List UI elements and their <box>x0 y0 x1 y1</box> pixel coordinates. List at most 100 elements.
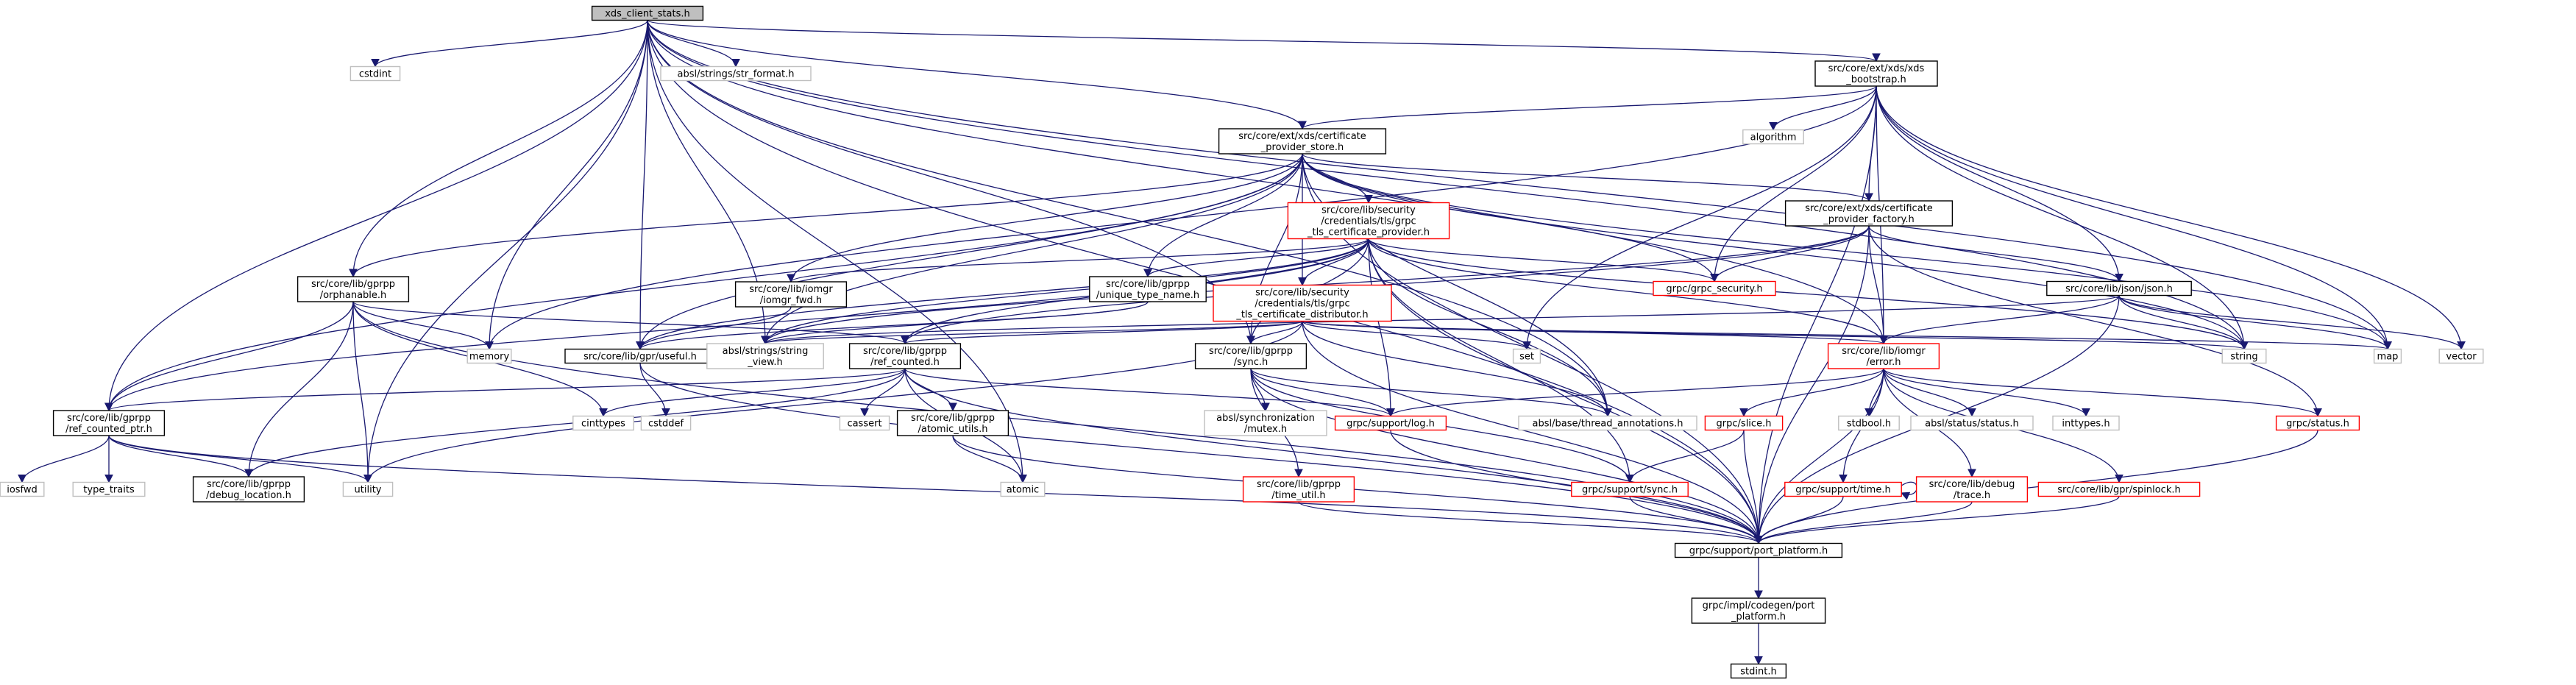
node-port-platform[interactable]: grpc/support/port_platform.h <box>1674 542 1843 558</box>
node-unique-type[interactable]: src/core/lib/gprpp/unique_type_name.h <box>1089 276 1207 302</box>
node-atomic-utils[interactable]: src/core/lib/gprpp/atomic_utils.h <box>896 410 1010 436</box>
node-box <box>1691 597 1826 624</box>
node-abs-mutex[interactable]: absl/synchronization/mutex.h <box>1204 410 1327 436</box>
edge-useful-to-port-platform <box>639 363 1763 544</box>
node-grpc-status[interactable]: grpc/status.h <box>2275 415 2360 431</box>
node-label: src/core/lib/iomgr <box>749 284 833 295</box>
edge-cert-store-to-thread-ann <box>1302 153 1612 417</box>
node-memory[interactable]: memory <box>466 348 512 364</box>
node-string-view[interactable]: absl/strings/string_view.h <box>706 343 824 369</box>
node-label: map <box>2377 352 2399 363</box>
node-label: src/core/lib/gprpp <box>1209 346 1293 357</box>
node-cassert[interactable]: cassert <box>839 415 890 431</box>
node-tls-distributor[interactable]: src/core/lib/security/credentials/tls/gr… <box>1213 284 1392 322</box>
node-utility[interactable]: utility <box>342 481 394 497</box>
node-label: /sync.h <box>1234 357 1269 368</box>
node-json[interactable]: src/core/lib/json/json.h <box>2046 280 2192 297</box>
edge-tls-provider-to-error <box>1368 238 1888 345</box>
node-label: src/core/lib/gprpp <box>207 479 291 490</box>
node-str-format[interactable]: absl/strings/str_format.h <box>660 65 812 82</box>
node-cert-factory[interactable]: src/core/ext/xds/certificate_provider_fa… <box>1784 200 1954 227</box>
node-label: /credentials/tls/grpc <box>1255 299 1349 310</box>
node-label: src/core/lib/gpr/spinlock.h <box>2057 485 2180 496</box>
node-spinlock[interactable]: src/core/lib/gpr/spinlock.h <box>2037 481 2201 497</box>
node-set[interactable]: set <box>1512 348 1541 364</box>
node-algorithm[interactable]: algorithm <box>1742 129 1804 145</box>
node-tls-provider[interactable]: src/core/lib/security/credentials/tls/gr… <box>1287 202 1450 240</box>
node-log[interactable]: grpc/support/log.h <box>1334 415 1447 431</box>
node-label: _view.h <box>747 357 783 368</box>
node-support-time[interactable]: grpc/support/time.h <box>1784 481 1902 497</box>
node-cert-store[interactable]: src/core/ext/xds/certificate_provider_st… <box>1218 128 1387 155</box>
edge-tls-provider-to-iomgr-fwd <box>787 238 1369 283</box>
edge-grpc-slice-to-support-sync <box>1625 430 1745 483</box>
node-debug-location[interactable]: src/core/lib/gprpp/debug_location.h <box>192 476 305 503</box>
node-grpc-slice[interactable]: grpc/slice.h <box>1704 415 1784 431</box>
node-root[interactable]: xds_client_stats.h <box>591 5 704 21</box>
node-label: src/core/lib/gprpp <box>911 413 995 424</box>
node-atomic[interactable]: atomic <box>1000 481 1046 497</box>
node-support-sync[interactable]: grpc/support/sync.h <box>1571 481 1689 497</box>
edge-unique-type-to-useful <box>636 301 1149 350</box>
node-label: xds_client_stats.h <box>605 9 690 20</box>
node-string[interactable]: string <box>2221 348 2267 364</box>
edge-cert-store-to-iomgr-fwd <box>787 153 1303 283</box>
node-box <box>1784 200 1954 227</box>
node-label: /time_util.h <box>1271 490 1325 501</box>
node-useful[interactable]: src/core/lib/gpr/useful.h <box>564 348 716 364</box>
node-cinttypes[interactable]: cinttypes <box>572 415 634 431</box>
node-label: _provider_factory.h <box>1823 214 1914 225</box>
node-ref-counted-ptr[interactable]: src/core/lib/gprpp/ref_counted_ptr.h <box>52 410 166 436</box>
node-stdbool[interactable]: stdbool.h <box>1838 415 1900 431</box>
node-thread-ann[interactable]: absl/base/thread_annotations.h <box>1518 415 1697 431</box>
node-box <box>1334 415 1447 431</box>
node-label: absl/synchronization <box>1216 413 1315 424</box>
node-box <box>192 476 305 503</box>
node-map[interactable]: map <box>2373 348 2402 364</box>
node-box <box>1518 415 1697 431</box>
node-label: /unique_type_name.h <box>1096 290 1199 301</box>
node-inttypes[interactable]: inttypes.h <box>2052 415 2120 431</box>
node-ref-counted[interactable]: src/core/lib/gprpp/ref_counted.h <box>848 343 962 369</box>
node-box <box>1730 663 1787 679</box>
node-sync-gprpp[interactable]: src/core/lib/gprpp/sync.h <box>1194 343 1307 369</box>
edge-root-to-utility <box>363 20 648 483</box>
node-label: grpc/support/time.h <box>1795 485 1890 496</box>
node-absl-status[interactable]: absl/status/status.h <box>1910 415 2034 431</box>
node-box <box>1242 476 1355 503</box>
node-type-traits[interactable]: type_traits <box>72 481 146 497</box>
node-iosfwd[interactable]: iosfwd <box>0 481 45 497</box>
node-label: type_traits <box>83 485 135 496</box>
edge-tls-provider-to-unique-type <box>1143 238 1369 278</box>
node-grpc-security[interactable]: grpc/grpc_security.h <box>1653 280 1776 297</box>
node-box <box>1512 348 1541 364</box>
edge-ref-counted-ptr-to-iosfwd <box>18 435 110 483</box>
node-vector[interactable]: vector <box>2438 348 2484 364</box>
node-orphanable[interactable]: src/core/lib/gprpp/orphanable.h <box>297 276 410 302</box>
node-iomgr-fwd[interactable]: src/core/lib/iomgr/iomgr_fwd.h <box>734 281 848 308</box>
node-time-util[interactable]: src/core/lib/gprpp/time_util.h <box>1242 476 1355 503</box>
node-label: grpc/impl/codegen/port <box>1703 600 1815 611</box>
node-label: memory <box>469 352 510 363</box>
node-box <box>660 65 812 82</box>
node-debug-trace[interactable]: src/core/lib/debug/trace.h <box>1915 476 2029 503</box>
node-box <box>72 481 146 497</box>
edge-error-to-inttypes <box>1883 368 2090 417</box>
edge-atomic-utils-to-atomic <box>952 435 1027 483</box>
node-label: grpc/slice.h <box>1717 419 1772 430</box>
node-label: atomic <box>1007 485 1039 496</box>
dependency-edges <box>18 19 2466 665</box>
node-label: src/core/lib/gprpp <box>67 413 151 424</box>
node-label: src/core/lib/gpr/useful.h <box>583 352 697 363</box>
node-error[interactable]: src/core/lib/iomgr/error.h <box>1827 343 1940 369</box>
edge-tls-provider-to-thread-ann <box>1368 238 1612 417</box>
node-stdint[interactable]: stdint.h <box>1730 663 1787 679</box>
node-cstddef[interactable]: cstddef <box>640 415 692 431</box>
node-box <box>1838 415 1900 431</box>
node-bootstrap[interactable]: src/core/ext/xds/xds_bootstrap.h <box>1814 60 1938 87</box>
node-impl-port[interactable]: grpc/impl/codegen/port_platform.h <box>1691 597 1826 624</box>
edge-cert-factory-to-grpc-security <box>1710 225 1870 283</box>
edge-support-time-to-support-time <box>1901 481 1917 500</box>
node-cstdint[interactable]: cstdint <box>350 65 401 82</box>
